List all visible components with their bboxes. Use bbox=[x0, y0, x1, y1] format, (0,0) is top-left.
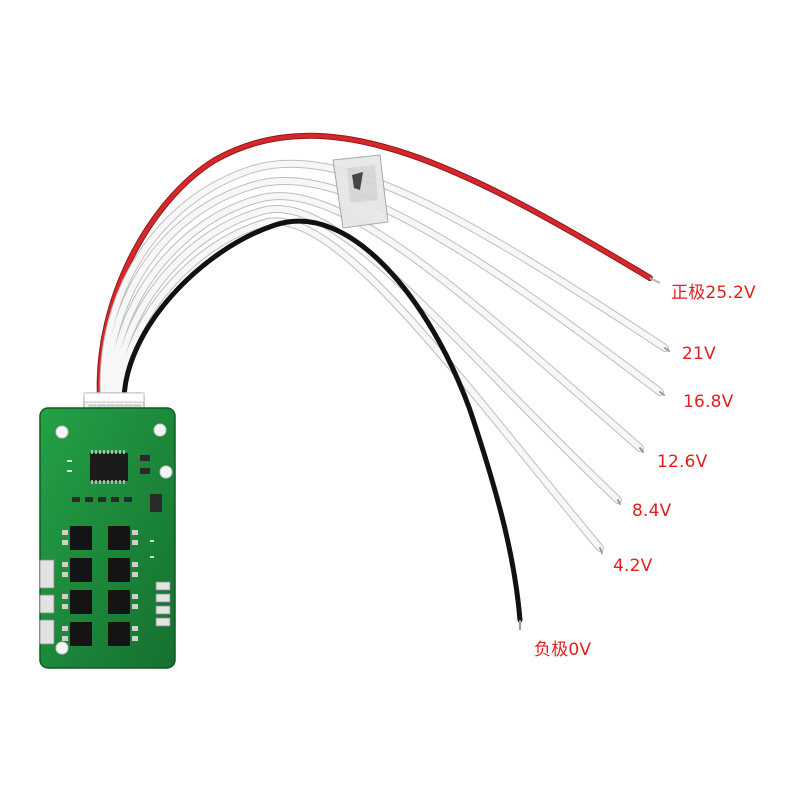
12-6v-label: 12.6V bbox=[657, 452, 708, 472]
tape-band bbox=[332, 154, 389, 229]
positive-25-2v-label: 正极25.2V bbox=[671, 283, 756, 303]
8-4v-label: 8.4V bbox=[632, 501, 672, 521]
negative-0v-label: 负极0V bbox=[534, 640, 592, 660]
21v-label: 21V bbox=[682, 344, 716, 364]
16-8v-label: 16.8V bbox=[683, 392, 734, 412]
black-negative-wire bbox=[121, 218, 523, 623]
pcb-board bbox=[39, 407, 176, 669]
4-2v-label: 4.2V bbox=[613, 556, 653, 576]
